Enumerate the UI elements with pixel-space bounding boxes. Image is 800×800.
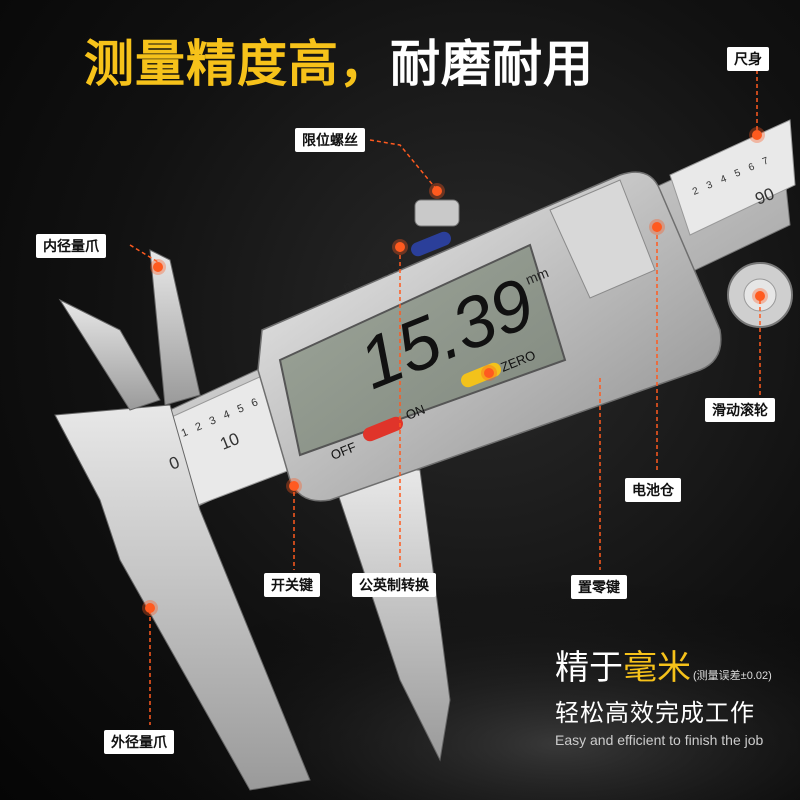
scale-tick-label: 2 [691, 185, 701, 197]
lcd-screen [278, 243, 567, 457]
label-unit-switch: 公英制转换 [352, 573, 436, 597]
leader-lines [129, 70, 761, 725]
caption-note: (测量误差±0.02) [693, 670, 772, 682]
marker-ruler-body [752, 130, 762, 140]
label-zero-key: 置零键 [571, 575, 627, 599]
marker-battery [652, 222, 662, 232]
caption-line2: 轻松高效完成工作 [555, 700, 755, 727]
scale-tick-label: 2 [194, 420, 204, 433]
marker-slide-wheel [755, 291, 765, 301]
on-label: ON [404, 402, 428, 423]
scale-tick-label: 5 [236, 402, 246, 415]
label-slide-wheel: 滑动滚轮 [705, 398, 775, 422]
scale-tick-label: 6 [747, 161, 757, 173]
headline-part1: 测量精度高， [84, 36, 390, 92]
scale-tick-label: 4 [719, 173, 729, 185]
headline: 测量精度高，耐磨耐用 [84, 24, 594, 96]
caption-block: 精于毫米(测量误差±0.02) 轻松高效完成工作 Easy and effici… [555, 640, 772, 748]
label-limit-screw: 限位螺丝 [295, 128, 365, 152]
scale-tick-label: 3 [705, 179, 715, 191]
scale-tick-label: 3 [208, 414, 218, 427]
upper-scale-small-numbers: 2 3 4 5 6 7 [691, 155, 771, 197]
label-battery: 电池仓 [625, 478, 681, 502]
marker-unit-switch [395, 242, 405, 252]
upper-scale-strip [669, 119, 796, 236]
caption-line1: 精于毫米(测量误差±0.02) [555, 640, 772, 689]
scale-tick-label: 6 [250, 396, 260, 409]
marker-limit-screw [432, 186, 442, 196]
power-button[interactable] [361, 415, 405, 444]
marker-outer-jaw [145, 603, 155, 613]
headline-part2: 耐磨耐用 [390, 36, 594, 92]
limit-screw [414, 199, 460, 227]
inner-jaw-fixed-left [58, 298, 161, 411]
caption-line3: Easy and efficient to finish the job [555, 732, 764, 748]
caption-line1-a: 精于 [555, 649, 623, 687]
marker-inner-jaw [153, 262, 163, 272]
marker-power [289, 481, 299, 491]
lower-scale-small-numbers: 1 2 3 4 5 6 [180, 396, 260, 439]
label-power-key: 开关键 [264, 573, 320, 597]
scale-tick-label: 7 [761, 155, 771, 167]
label-outer-jaw: 外径量爪 [104, 730, 174, 754]
scale-tick-label: 5 [733, 167, 743, 179]
label-inner-jaw: 内径量爪 [36, 234, 106, 258]
inner-jaw-fixed-right [149, 249, 201, 406]
scale-tick-label: 1 [180, 426, 190, 439]
label-ruler-body: 尺身 [727, 47, 769, 71]
scale-tick-label: 4 [222, 408, 232, 421]
outer-jaw-fixed [54, 404, 311, 791]
unit-switch-button[interactable] [409, 230, 453, 259]
battery-cover [549, 179, 656, 299]
marker-zero [484, 368, 494, 378]
caption-line1-b: 毫米 [623, 649, 691, 687]
